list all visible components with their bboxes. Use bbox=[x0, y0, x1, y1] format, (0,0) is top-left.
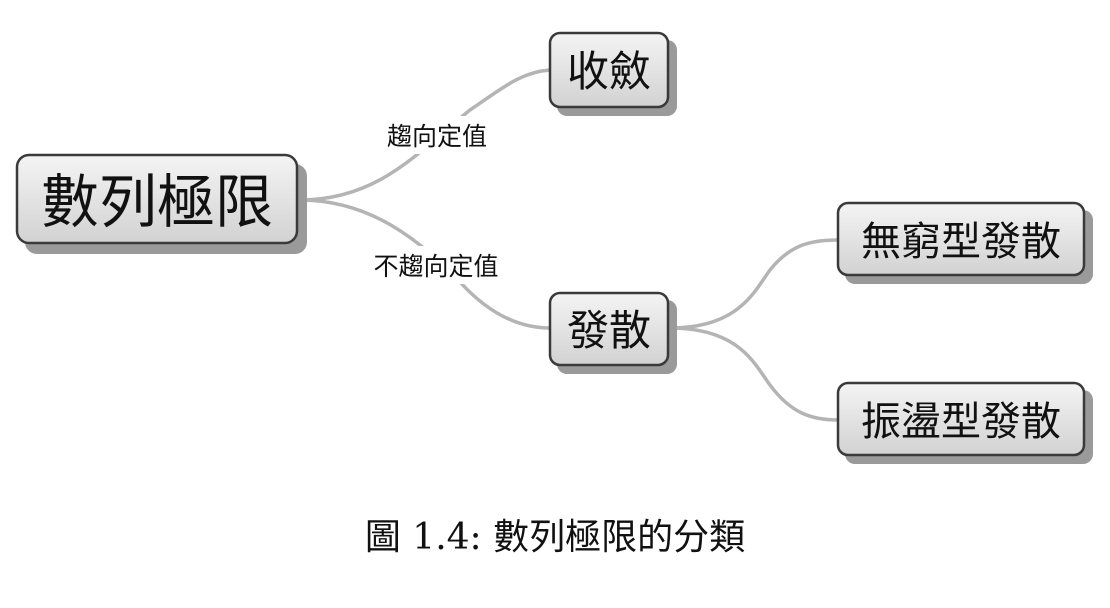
node-diverge-label: 發散 bbox=[567, 306, 651, 355]
edge-label-converge: 趨向定值 bbox=[374, 116, 500, 154]
edge-label-converge-text: 趨向定值 bbox=[387, 122, 487, 151]
node-infinite-diverge-label: 無窮型發散 bbox=[861, 219, 1061, 265]
node-converge-label: 收斂 bbox=[567, 47, 651, 96]
node-root: 數列極限 bbox=[15, 153, 307, 254]
figure-caption-text: 數列極限的分類 bbox=[493, 517, 746, 558]
node-oscillating-diverge-label: 振盪型發散 bbox=[861, 399, 1061, 445]
edge-diverge-to-infinite bbox=[668, 238, 840, 330]
edge-label-diverge: 不趨向定值 bbox=[360, 246, 512, 284]
node-oscillating-diverge: 振盪型發散 bbox=[836, 381, 1093, 464]
figure-caption-label: 圖 1.4: bbox=[364, 517, 482, 558]
node-diverge: 發散 bbox=[548, 291, 677, 374]
edge-label-diverge-text: 不趨向定值 bbox=[373, 252, 498, 281]
figure-caption: 圖 1.4: 數列極限的分類 bbox=[0, 508, 1110, 560]
node-infinite-diverge: 無窮型發散 bbox=[836, 201, 1093, 284]
node-converge: 收斂 bbox=[548, 31, 677, 116]
edge-diverge-to-oscillating bbox=[668, 326, 840, 422]
node-root-label: 數列極限 bbox=[41, 168, 273, 236]
